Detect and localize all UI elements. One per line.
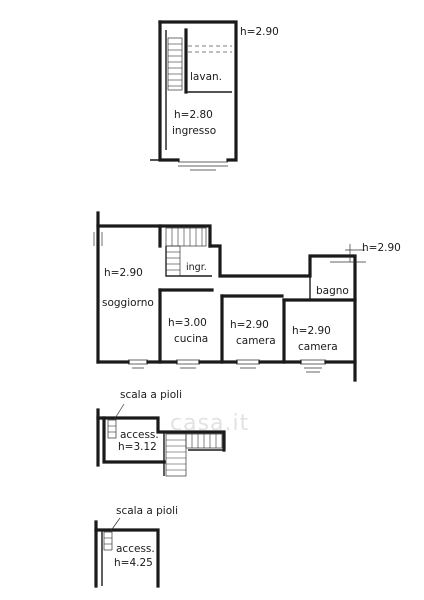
ladder-label: scala a pioli: [120, 389, 182, 401]
plan-main-level: h=2.90 ingr. h=2.90 soggiorno bagno h=3.…: [93, 211, 401, 382]
room-height-label: h=2.90: [230, 319, 269, 331]
plan-entrance-level: h=2.90 lavan. h=2.80 ingresso: [150, 20, 279, 171]
room-height-label: h=4.25: [114, 557, 153, 569]
staircase: [167, 37, 183, 91]
room-name-label: bagno: [316, 285, 349, 297]
staircase: [165, 433, 223, 477]
room-height-label: h=2.90: [292, 325, 331, 337]
leader-line: [109, 517, 121, 533]
room-height-label: h=3.00: [168, 317, 207, 329]
room-name-label: soggiorno: [102, 297, 154, 309]
partition-wall: [163, 432, 224, 476]
room-name-label: access.: [116, 543, 155, 555]
room-name-label: cucina: [174, 333, 208, 345]
ladder-label: scala a pioli: [116, 505, 178, 517]
wall: [94, 528, 160, 588]
window: [300, 359, 326, 373]
vent: [345, 244, 365, 262]
plan-accessory-level-1: scala a pioli access. h=3.12 casa.it: [96, 389, 249, 477]
plan-accessory-level-2: scala a pioli access. h=4.25: [94, 505, 178, 588]
wall: [158, 20, 238, 162]
room-name-label: camera: [236, 335, 276, 347]
stair-outline: [165, 433, 187, 477]
ladder: [107, 419, 117, 439]
ladder-outline: [107, 419, 117, 439]
leader-line: [113, 403, 125, 421]
stair-outline: [165, 245, 181, 277]
wall: [158, 20, 180, 162]
stair-outline: [167, 37, 183, 91]
window: [236, 359, 260, 369]
room-name-label: camera: [298, 341, 338, 353]
watermark-text: casa.it: [170, 411, 249, 436]
room-height-label: h=2.90: [104, 267, 143, 279]
ladder: [103, 531, 113, 551]
entrance-door: [178, 161, 228, 171]
window: [93, 232, 103, 246]
door-threshold: [178, 161, 228, 167]
ladder-outline: [103, 531, 113, 551]
wall: [96, 224, 162, 248]
room-height-label: h=3.12: [118, 441, 157, 453]
room-name-label: lavan.: [190, 71, 222, 83]
room-name-label: access.: [120, 429, 159, 441]
room-height-label: h=2.80: [174, 109, 213, 121]
room-height-label: h=2.90: [240, 26, 279, 38]
wall: [96, 416, 226, 452]
wall: [158, 224, 212, 248]
window: [128, 359, 148, 369]
wall: [102, 416, 166, 464]
room-name-label: ingr.: [186, 262, 207, 273]
staircase: [165, 227, 207, 277]
overhead-line: [188, 45, 232, 53]
stair-outline: [165, 227, 207, 247]
window-bottom: [128, 359, 326, 373]
window: [176, 359, 200, 369]
room-name-label: ingresso: [172, 125, 216, 137]
room-height-label: h=2.90: [362, 242, 401, 254]
